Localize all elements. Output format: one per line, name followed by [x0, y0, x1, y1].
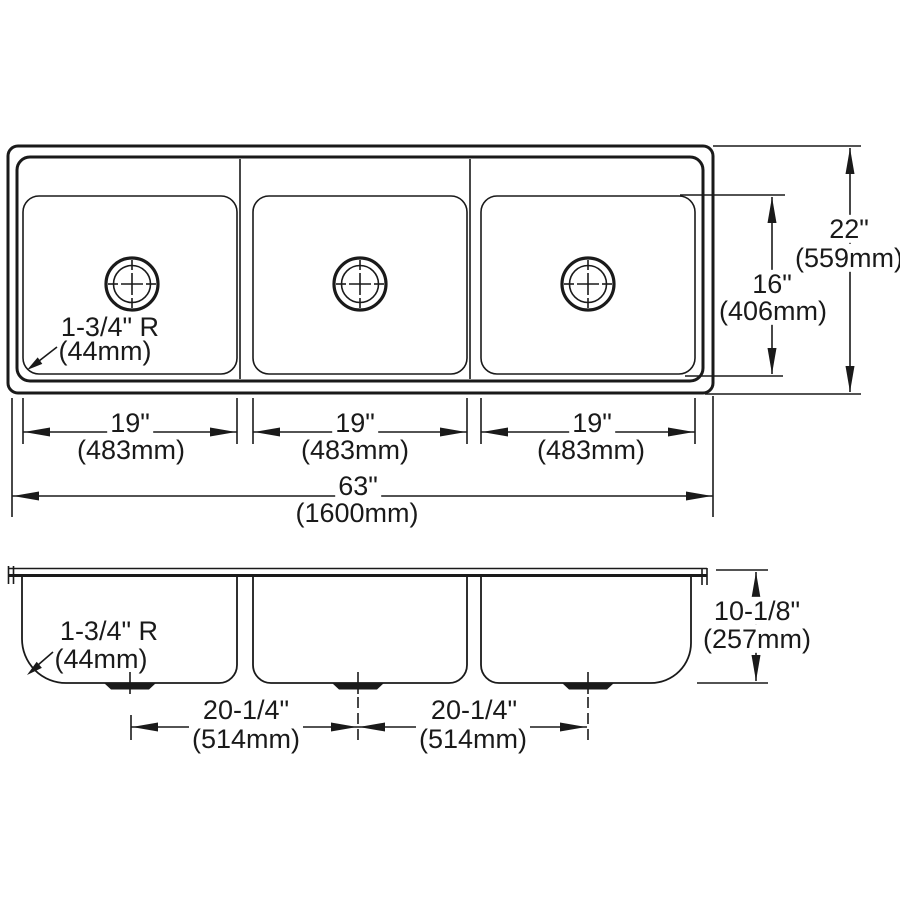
dim-bowl-height-inches: 10-1/8" — [710, 596, 804, 625]
elevation-bowl-1 — [21, 577, 238, 684]
dim-bowl3-width-inches: 19" — [569, 408, 615, 437]
plan-bowl-3 — [480, 195, 696, 375]
drain-1 — [104, 256, 160, 312]
dim-bowl2-width-inches: 19" — [332, 408, 378, 437]
dim-bowl1-width-inches: 19" — [107, 408, 153, 437]
elevation-bowl-2 — [252, 577, 468, 684]
plan-outer-edge — [6, 144, 715, 395]
dim-bowl-depth-inches: 16" — [749, 269, 795, 298]
elevation-bowl-3 — [480, 577, 692, 684]
elevation-radius-label-line1: 1-3/4" R — [59, 615, 159, 646]
dim-overall-depth-mm: (559mm) — [791, 243, 900, 272]
dim-drain-spacing1-inches: 20-1/4" — [202, 694, 290, 725]
dim-overall-depth-inches: 22" — [826, 214, 872, 243]
dim-16in — [680, 194, 785, 377]
dim-bowl-height-mm: (257mm) — [699, 624, 815, 653]
plan-radius-leader-arrow — [27, 346, 58, 370]
plan-radius-label-line2: (44mm) — [58, 335, 152, 366]
drain-3 — [560, 256, 616, 312]
plan-radius-label-line1: 1-3/4" R — [60, 311, 160, 342]
dim-bowl3-width-mm: (483mm) — [536, 434, 646, 465]
plan-bowl-2 — [252, 195, 468, 375]
elevation-radius-label-line2: (44mm) — [54, 643, 148, 674]
dim-bowl1-width-mm: (483mm) — [76, 434, 186, 465]
dim-drain-spacing1-mm: (514mm) — [188, 724, 304, 753]
dim-bowl-depth-mm: (406mm) — [715, 296, 831, 325]
dim-overall-width-mm: (1600mm) — [295, 497, 419, 528]
plan-bowl-1 — [22, 195, 238, 375]
dim-bowl2-width-mm: (483mm) — [300, 434, 410, 465]
dim-drain-spacing2-mm: (514mm) — [415, 724, 531, 753]
elevation-rim-end-ticks — [7, 566, 708, 585]
drain-2 — [332, 256, 388, 312]
elevation-radius-leader-arrow — [27, 651, 54, 675]
dim-overall-width-inches: 63" — [335, 471, 381, 500]
dim-drain-spacing2-inches: 20-1/4" — [430, 694, 518, 725]
plan-rim — [15, 155, 705, 383]
